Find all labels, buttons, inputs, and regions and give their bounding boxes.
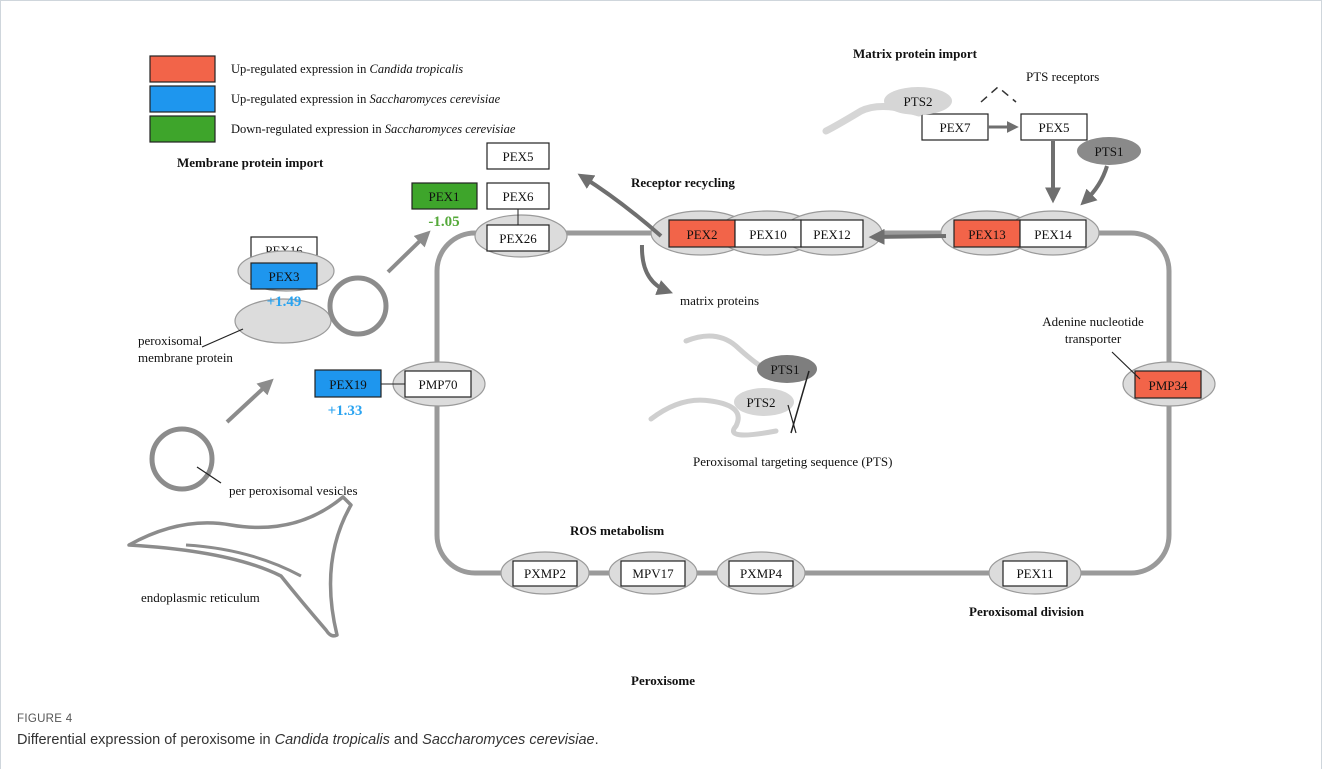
pts2-label-top: PTS2 xyxy=(904,94,933,109)
pex7-label: PEX7 xyxy=(939,120,971,135)
peroxisome-heading: Peroxisome xyxy=(631,673,695,688)
pmp-oval xyxy=(234,298,332,344)
pex14-label: PEX14 xyxy=(1034,227,1072,242)
peroxisomal-division-heading: Peroxisomal division xyxy=(969,604,1085,619)
er-label: endoplasmic reticulum xyxy=(141,590,260,605)
pex12-box xyxy=(800,219,864,248)
pts2-label-matrix: PTS2 xyxy=(747,395,776,410)
pts-receptors-label: PTS receptors xyxy=(1026,69,1099,84)
pxmp4-label: PXMP4 xyxy=(740,566,782,581)
legend-item-3: Down-regulated expression in Saccharomyc… xyxy=(231,122,516,136)
pxmp2-label: PXMP2 xyxy=(524,566,566,581)
pex1-label: PEX1 xyxy=(428,189,459,204)
vesicle-circle-small xyxy=(149,426,215,492)
pex6-box xyxy=(486,182,550,210)
pex5-right-box xyxy=(1020,113,1088,141)
pex11-label: PEX11 xyxy=(1016,566,1053,581)
pts1-label-matrix: PTS1 xyxy=(771,362,800,377)
legend-item-1: Up-regulated expression in Candida tropi… xyxy=(231,62,463,76)
pex26-label: PEX26 xyxy=(499,231,537,246)
pex5-top-box xyxy=(486,142,550,170)
pex13-label: PEX13 xyxy=(968,227,1006,242)
mpv17-label: MPV17 xyxy=(632,566,674,581)
arrows xyxy=(225,121,1109,424)
pex5-right-label: PEX5 xyxy=(1038,120,1069,135)
pts-full-label: Peroxisomal targeting sequence (PTS) xyxy=(693,454,892,469)
pex7-box xyxy=(921,113,989,141)
pex19-value: +1.33 xyxy=(328,403,363,419)
legend-item-2: Up-regulated expression in Saccharomyces… xyxy=(231,92,501,106)
pex12-label: PEX12 xyxy=(813,227,851,242)
pts1-label-top: PTS1 xyxy=(1095,144,1124,159)
pex3-label: PEX3 xyxy=(268,269,299,284)
pex19-label: PEX19 xyxy=(329,377,367,392)
legend-swatch-up-ct xyxy=(149,55,216,83)
pex6-label: PEX6 xyxy=(502,189,534,204)
pex10-box xyxy=(734,219,802,248)
receptor-recycling-heading: Receptor recycling xyxy=(631,175,735,190)
pts1-blob-top xyxy=(1077,137,1141,165)
pmp-label-1: peroxisomal xyxy=(138,333,203,348)
pts1-blob-matrix xyxy=(757,355,817,383)
pts2-blob-top xyxy=(884,87,952,115)
gene-boxes: PEX5 PEX6 PEX1 -1.05 PEX26 PEX16 PEX3 +1… xyxy=(234,113,1202,587)
pxmp4-box xyxy=(728,560,794,587)
pxmp2-box xyxy=(512,560,578,587)
legend-swatch-down-sc xyxy=(149,115,216,143)
pmp34-box xyxy=(1134,370,1202,399)
pex3-value: +1.49 xyxy=(267,294,302,310)
pex1-box xyxy=(411,182,478,210)
figure-caption: Differential expression of peroxisome in… xyxy=(17,732,599,748)
pmp34-label: PMP34 xyxy=(1148,378,1188,393)
matrix-proteins-label: matrix proteins xyxy=(680,293,759,308)
pex11-box xyxy=(1002,560,1068,587)
adenine-label-1: Adenine nucleotide xyxy=(1042,314,1144,329)
pex2-label: PEX2 xyxy=(686,227,717,242)
pex19-box xyxy=(314,369,382,398)
pex14-box xyxy=(1019,219,1087,248)
pmp70-box xyxy=(404,370,472,398)
peroxisome-membrane xyxy=(434,230,1172,576)
vesicle-circle-large xyxy=(327,275,389,337)
matrix-import-heading: Matrix protein import xyxy=(853,46,978,61)
pmp70-label: PMP70 xyxy=(418,377,457,392)
pex3-box xyxy=(250,262,318,290)
adenine-label-2: transporter xyxy=(1065,331,1122,346)
peroxisome-pathway-diagram: Up-regulated expression in Candida tropi… xyxy=(127,46,1216,688)
mpv17-box xyxy=(620,560,686,587)
membrane-import-heading: Membrane protein import xyxy=(177,155,324,170)
er-shape xyxy=(127,495,353,638)
pex1-value: -1.05 xyxy=(428,214,459,230)
pex10-label: PEX10 xyxy=(749,227,787,242)
figure-label: FIGURE 4 xyxy=(17,713,73,725)
pex5-top-label: PEX5 xyxy=(502,149,533,164)
legend-swatch-up-sc xyxy=(149,85,216,113)
vesicles-label: per peroxisomal vesicles xyxy=(229,483,358,498)
ros-metabolism-heading: ROS metabolism xyxy=(570,523,664,538)
legend: Up-regulated expression in Candida tropi… xyxy=(149,55,516,143)
pts-receptor-caret xyxy=(980,86,1017,103)
pts2-blob-matrix xyxy=(734,388,794,416)
pex26-box xyxy=(486,224,550,252)
pmp-label-2: membrane protein xyxy=(138,350,233,365)
